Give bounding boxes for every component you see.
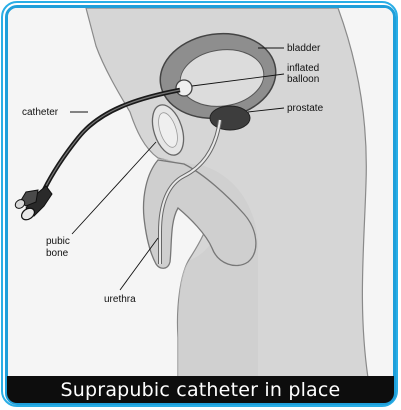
label-catheter: catheter <box>22 107 59 118</box>
label-inflated: inflated <box>287 63 319 74</box>
anatomy-illustration: bladder inflated balloon prostate cathet… <box>8 8 393 402</box>
label-pubic: pubic <box>46 236 70 247</box>
inflated-balloon <box>176 80 192 96</box>
caption: Suprapubic catheter in place <box>61 379 341 401</box>
label-prostate: prostate <box>287 103 324 114</box>
label-urethra: urethra <box>104 294 136 305</box>
label-bone: bone <box>46 248 69 259</box>
label-bladder: bladder <box>287 43 321 54</box>
prostate <box>210 106 250 130</box>
label-balloon: balloon <box>287 74 319 85</box>
caption-bar: Suprapubic catheter in place <box>7 376 394 403</box>
diagram-panel: bladder inflated balloon prostate cathet… <box>5 5 396 405</box>
